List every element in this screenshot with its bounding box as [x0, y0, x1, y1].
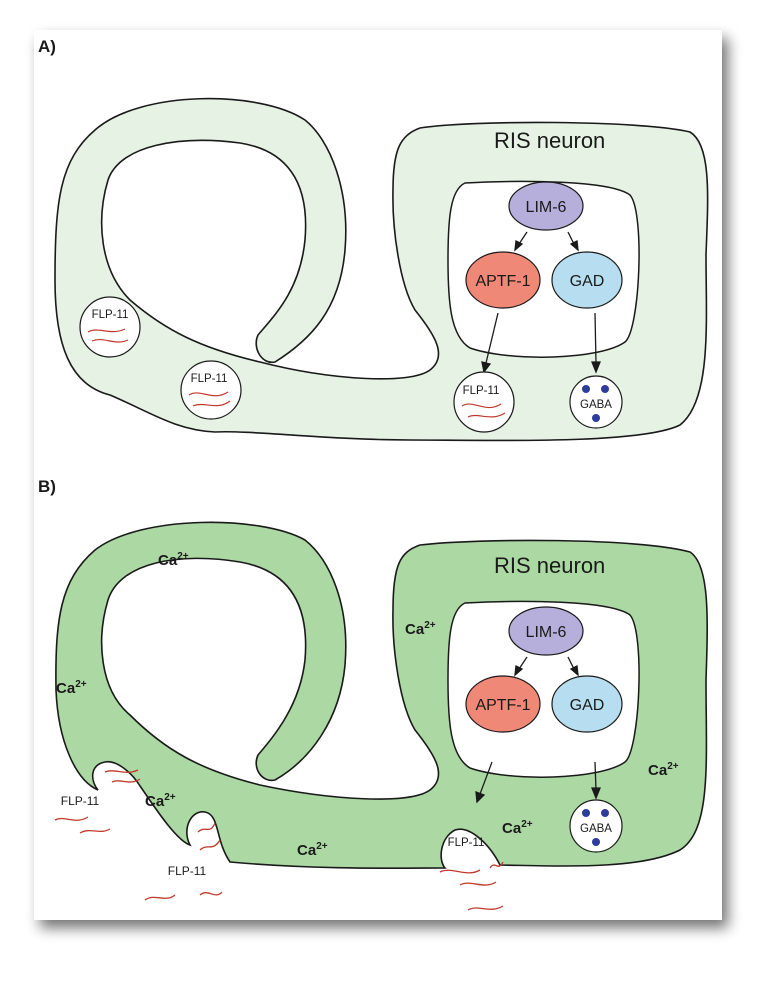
svg-text:FLP-11: FLP-11: [191, 373, 228, 385]
calcium-label-3: Ca2+: [145, 792, 176, 810]
flp11-released-label-2: FLP-11: [168, 864, 207, 878]
lim6-label-b: LIM-6: [526, 624, 567, 641]
flp11-vesicle-a1: FLP-11: [79, 296, 141, 358]
svg-text:FLP-11: FLP-11: [92, 309, 129, 321]
lim6-label-a: LIM-6: [526, 199, 567, 216]
gaba-vesicle-b: GABA: [569, 799, 623, 853]
flp11-vesicle-a3: FLP-11: [453, 371, 515, 433]
gaba-vesicle-a: GABA: [569, 375, 623, 429]
panel-label-a: A): [38, 37, 56, 56]
calcium-label-1: Ca2+: [158, 551, 189, 569]
gad-node-b: [551, 675, 623, 733]
arrows-a: [481, 231, 601, 374]
panel-a: A) RIS neuron LIM-6 APTF-1 GAD FLP-11: [38, 37, 709, 442]
gad-label-a: GAD: [570, 273, 605, 290]
calcium-label-7: Ca2+: [648, 761, 679, 779]
svg-text:GABA: GABA: [580, 399, 612, 411]
svg-text:FLP-11: FLP-11: [463, 385, 500, 397]
calcium-label-2: Ca2+: [56, 679, 87, 697]
panel-label-b: B): [38, 477, 56, 496]
flp11-peptides: [54, 769, 504, 911]
flp11-released-label-1: FLP-11: [61, 794, 100, 808]
flp11-fused-label: FLP-11: [448, 837, 485, 849]
gad-node-a: [551, 251, 623, 309]
aptf1-node-a: [465, 251, 541, 309]
panel-b: B) RIS neuron LIM-6 APTF-1 GAD GABA FLP-…: [38, 477, 708, 911]
calcium-labels: Ca2+ Ca2+ Ca2+ Ca2+ Ca2+ Ca2+ Ca2+: [56, 551, 679, 859]
aptf1-label-a: APTF-1: [475, 273, 530, 290]
ris-neuron-title-b: RIS neuron: [494, 553, 605, 578]
gad-label-b: GAD: [570, 697, 605, 714]
aptf1-label-b: APTF-1: [475, 697, 530, 714]
calcium-label-4: Ca2+: [297, 841, 328, 859]
lim6-node-b: [508, 606, 584, 656]
flp11-vesicle-a2: FLP-11: [180, 360, 242, 420]
lim6-node-a: [508, 181, 584, 231]
svg-text:GABA: GABA: [580, 823, 612, 835]
nucleus-a: [447, 180, 640, 358]
nucleus-b: [447, 600, 640, 778]
aptf1-node-b: [465, 675, 541, 733]
ris-neuron-title-a: RIS neuron: [494, 128, 605, 153]
calcium-label-6: Ca2+: [502, 819, 533, 837]
arrows-b: [475, 656, 601, 804]
calcium-label-5: Ca2+: [405, 620, 436, 638]
